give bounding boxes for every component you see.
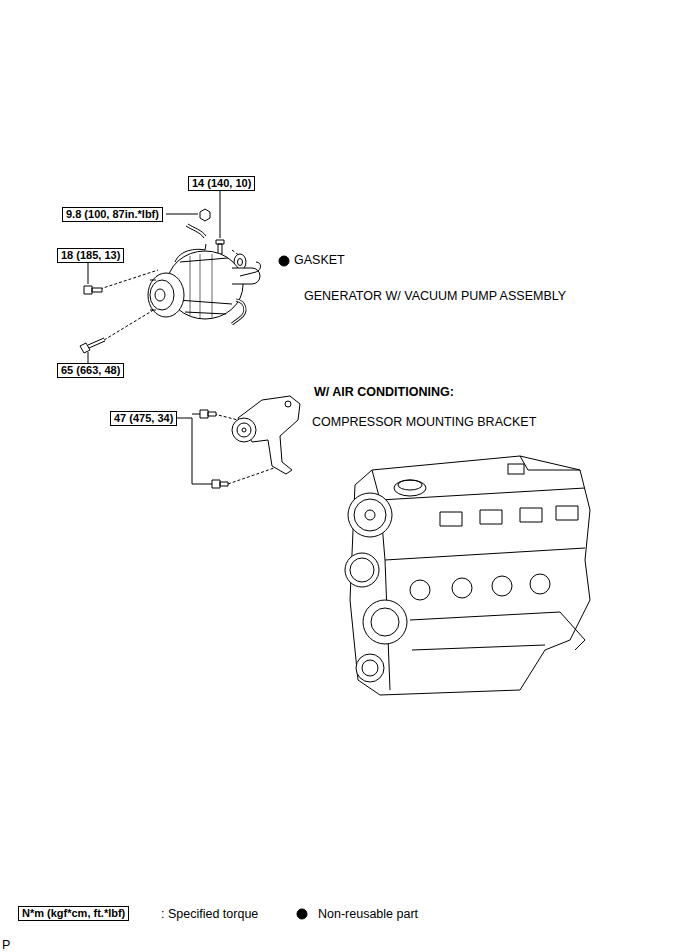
torque-box: 14 (140, 10) bbox=[188, 176, 255, 191]
legend-text: : Specified torque bbox=[160, 907, 259, 922]
torque-box: N*m (kgf*cm, ft.*lbf) bbox=[18, 906, 129, 921]
torque-box: 47 (475, 34) bbox=[110, 411, 177, 426]
part-name: GENERATOR W/ VACUUM PUMP ASSEMBLY bbox=[303, 289, 567, 304]
torque-value: 14 (140, 10) bbox=[192, 177, 251, 189]
page-mark: P bbox=[1, 938, 11, 952]
part-name: GASKET bbox=[293, 253, 346, 268]
torque-value: N*m (kgf*cm, ft.*lbf) bbox=[22, 907, 125, 919]
legend-text: Non-reusable part bbox=[317, 907, 419, 922]
torque-box: 18 (185, 13) bbox=[57, 248, 124, 263]
part-name: COMPRESSOR MOUNTING BRACKET bbox=[311, 415, 537, 430]
torque-box: 9.8 (100, 87in.*lbf) bbox=[62, 207, 163, 222]
torque-value: 9.8 (100, 87in.*lbf) bbox=[66, 208, 159, 220]
torque-value: 65 (663, 48) bbox=[61, 364, 120, 376]
torque-box: 65 (663, 48) bbox=[57, 363, 124, 378]
torque-value: 47 (475, 34) bbox=[114, 412, 173, 424]
torque-value: 18 (185, 13) bbox=[61, 249, 120, 261]
part-name: W/ AIR CONDITIONING: bbox=[313, 385, 455, 400]
